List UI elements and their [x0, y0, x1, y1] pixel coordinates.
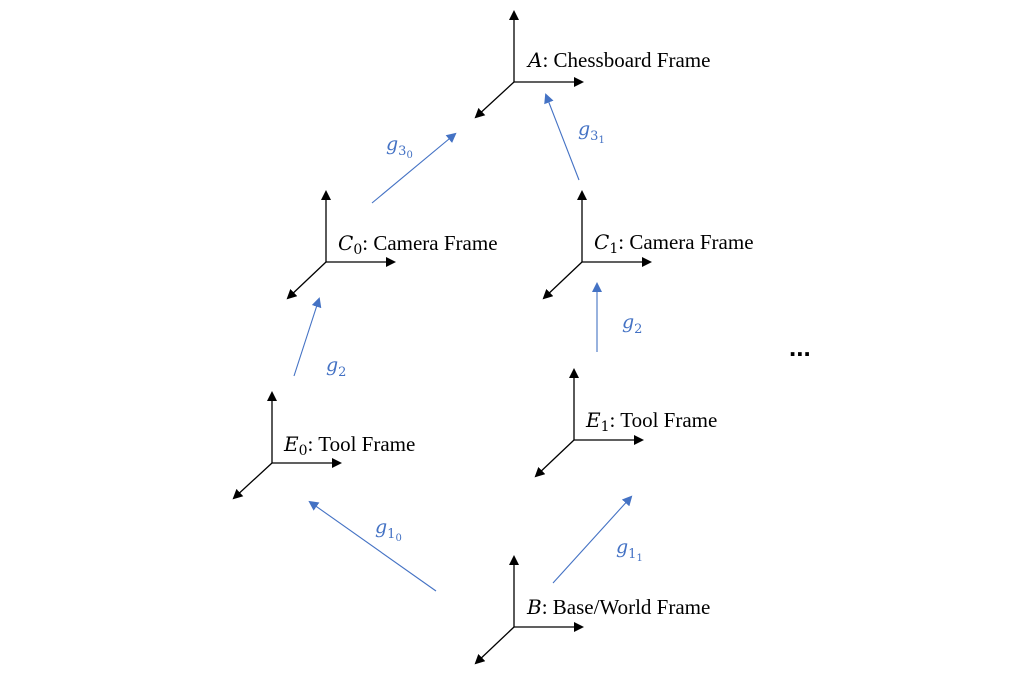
transform-arrow-g31	[544, 93, 580, 181]
transform-label-g2-right: g2	[622, 311, 642, 337]
transform-label-g31-subscript: 3	[590, 129, 598, 144]
transform-label-g30-subscript: 3	[398, 144, 406, 159]
frame-c1-y-axis	[542, 261, 583, 300]
transform-label-g10-subscript: 1	[387, 527, 395, 542]
transform-label-g31: g31	[578, 118, 605, 146]
frame-e1-label: E1: Tool Frame	[585, 408, 717, 435]
frame-e0-subscript: 0	[299, 443, 308, 459]
frame-b-label: B: Base/World Frame	[526, 595, 710, 619]
transform-label-g10-symbol: g	[375, 516, 387, 538]
frame-c1-symbol: C	[594, 230, 609, 254]
frame-e1-y-axis	[534, 439, 575, 478]
transform-label-g2-right-symbol: g	[622, 311, 634, 333]
frame-c1-subscript: 1	[609, 241, 618, 257]
frame-a-axes	[474, 10, 584, 119]
frame-b-text: : Base/World Frame	[542, 595, 711, 619]
frame-c0-symbol: C	[338, 231, 353, 255]
frame-a-text: : Chessboard Frame	[542, 48, 710, 72]
frame-e0-axes	[232, 391, 342, 500]
frame-c0-label: C0: Camera Frame	[338, 231, 498, 258]
frame-e1-axes	[534, 368, 644, 478]
transform-arrow-g30	[371, 132, 457, 204]
frame-e0-text: : Tool Frame	[308, 432, 416, 456]
frame-c1-text: : Camera Frame	[618, 230, 753, 254]
frame-c0-y-axis	[286, 261, 327, 300]
frame-e1-symbol: E	[585, 408, 601, 432]
frame-e0-label: E0: Tool Frame	[283, 432, 415, 459]
frame-a-symbol: A	[526, 48, 542, 72]
transform-label-g11-subsubscript: 1	[636, 553, 642, 564]
transform-label-g30: g30	[386, 133, 413, 161]
transform-arrow-g2-left	[293, 297, 322, 377]
transform-label-g30-subsubscript: 0	[406, 150, 412, 161]
transform-label-g11-symbol: g	[616, 536, 628, 558]
frame-c1-label: C1: Camera Frame	[594, 230, 754, 257]
transform-label-g10-subsubscript: 0	[395, 533, 401, 544]
frame-e1-subscript: 1	[601, 419, 610, 435]
transform-label-g11-subscript: 1	[628, 547, 636, 562]
transform-label-g30-symbol: g	[386, 133, 398, 155]
transform-label-g11: g11	[616, 536, 643, 564]
frame-c0-axes	[286, 190, 396, 300]
transform-label-g2-left-subscript: 2	[338, 365, 346, 380]
transform-arrow-g11	[552, 495, 633, 584]
frame-a-y-axis	[474, 81, 515, 119]
frame-b-axes	[474, 555, 584, 665]
transform-label-g2-right-subscript: 2	[634, 322, 642, 337]
frame-e0-y-axis	[232, 462, 273, 500]
frame-b-y-axis	[474, 626, 515, 665]
transform-label-g31-symbol: g	[578, 118, 590, 140]
transform-label-g10: g10	[375, 516, 402, 544]
frame-c0-subscript: 0	[353, 242, 362, 258]
frame-a-label: A: Chessboard Frame	[526, 48, 710, 72]
frame-c1-axes	[542, 190, 652, 300]
transform-arrow-g10	[308, 500, 437, 592]
frame-b-symbol: B	[526, 595, 542, 619]
frame-c0-text: : Camera Frame	[362, 231, 497, 255]
transform-label-g2-left: g2	[326, 354, 346, 380]
frame-e0-symbol: E	[283, 432, 299, 456]
transform-label-g31-subsubscript: 1	[598, 135, 604, 146]
transform-label-g2-left-symbol: g	[326, 354, 338, 376]
frame-e1-text: : Tool Frame	[610, 408, 718, 432]
continuation-ellipsis: ...	[789, 332, 811, 362]
